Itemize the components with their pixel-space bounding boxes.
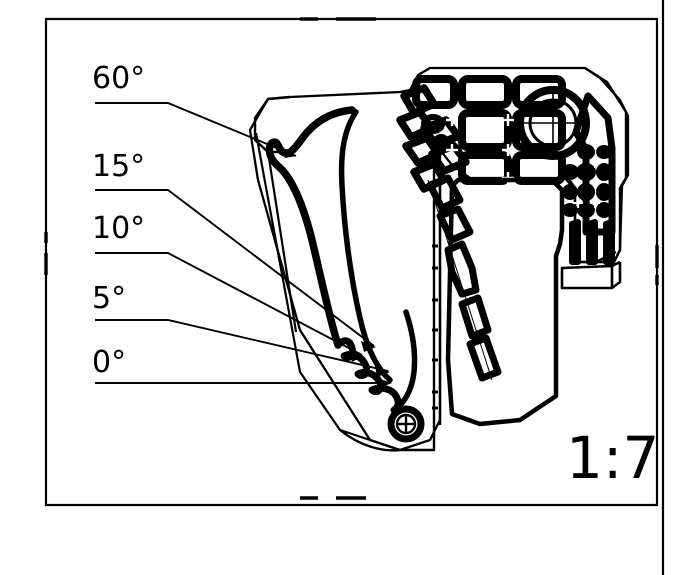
serration-teeth xyxy=(334,337,402,414)
angle-label-10: 10° xyxy=(92,211,145,246)
right-arm-bottom-block xyxy=(560,260,622,290)
drawing-frame xyxy=(44,0,665,575)
angle-labels: 60° 15° 10° 5° 0° xyxy=(92,61,145,380)
right-arm-inner-wall xyxy=(572,92,616,236)
right-vertical-slots xyxy=(569,219,615,265)
part-left-construction-edges xyxy=(254,132,401,452)
angle-label-5: 5° xyxy=(92,281,126,316)
part-foot xyxy=(339,425,436,452)
lattice-small-holes xyxy=(421,114,465,152)
right-hole-column xyxy=(561,144,612,218)
mechanical-part xyxy=(248,66,630,452)
centerline-ticks xyxy=(44,17,659,500)
right-hole-column-markers xyxy=(573,158,600,208)
pivot-crosshair xyxy=(398,416,414,432)
claw-lower-tip xyxy=(391,309,418,413)
pivot-hole xyxy=(387,405,425,443)
edge-tick-marks xyxy=(432,244,438,410)
angle-label-0: 0° xyxy=(92,345,126,380)
part-inner-window xyxy=(445,177,565,427)
angle-label-15: 15° xyxy=(92,149,145,184)
hook-claw-body xyxy=(265,106,356,349)
angle-label-60: 60° xyxy=(92,61,145,96)
leader-line-15 xyxy=(95,189,375,347)
hook-claw-inner-curve xyxy=(338,109,393,383)
strut-construction-line xyxy=(427,179,493,381)
scale-label: 1:7 xyxy=(566,424,659,492)
angle-leader-lines xyxy=(95,102,390,384)
leader-line-60 xyxy=(95,102,297,157)
